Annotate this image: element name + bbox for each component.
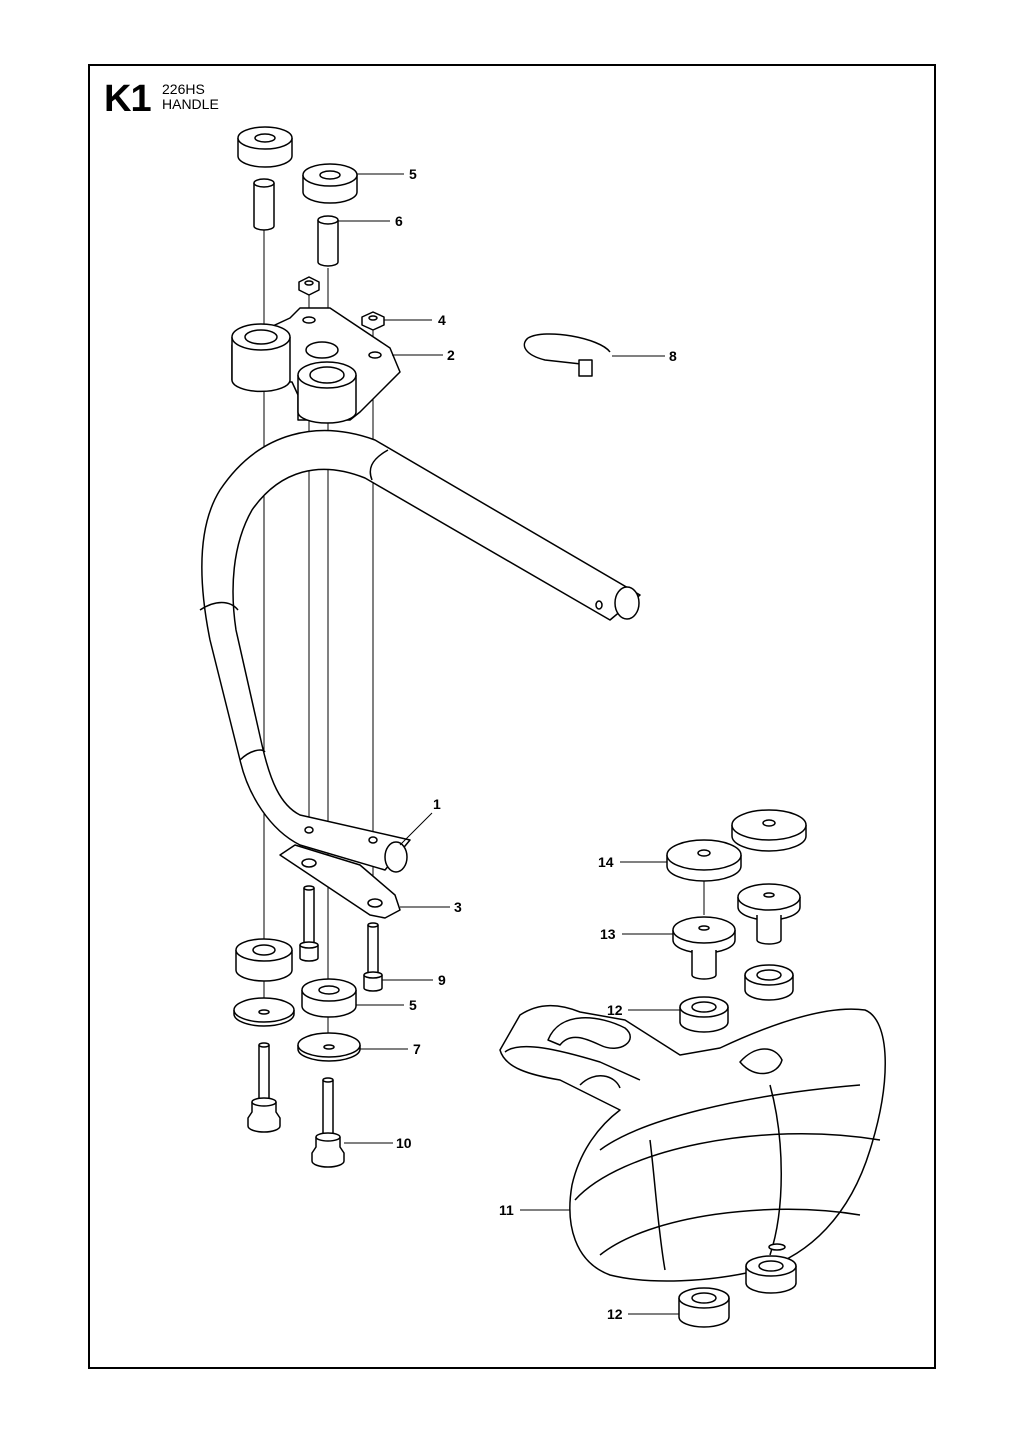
- leader-lines: [338, 173, 680, 1315]
- callout-14: 14: [598, 854, 614, 870]
- callout-10: 10: [396, 1135, 412, 1151]
- rubber-mount-12-lower: [678, 1287, 730, 1328]
- washer-7: [297, 1032, 361, 1062]
- callout-12-upper: 12: [607, 1002, 623, 1018]
- callout-7: 7: [413, 1041, 421, 1057]
- sleeve-6: [317, 215, 339, 267]
- rubber-mount-right-upper: [744, 964, 794, 1001]
- rubber-bushing-top-left: [237, 126, 293, 168]
- screw-left-upper: [299, 885, 319, 962]
- plug-13: [672, 916, 736, 980]
- callout-12-lower: 12: [607, 1306, 623, 1322]
- callout-9: 9: [438, 972, 446, 988]
- handle-tube-1: [199, 429, 641, 873]
- rubber-bushing-5-top: [302, 163, 358, 204]
- bolt-10: [311, 1077, 345, 1168]
- sleeve-top-left: [253, 178, 275, 231]
- screw-9: [363, 922, 383, 992]
- bolt-left: [247, 1042, 281, 1133]
- section-code: K1: [104, 78, 152, 120]
- callout-13: 13: [600, 926, 616, 942]
- rubber-bushing-5-bottom: [301, 978, 357, 1018]
- cap-14: [666, 839, 742, 882]
- callout-6: 6: [395, 213, 403, 229]
- callout-5-top: 5: [409, 166, 417, 182]
- callout-1: 1: [433, 796, 441, 812]
- callout-2: 2: [447, 347, 455, 363]
- callout-labels: 5 6 4 2 8 1 3 9 5 7 10 14 13 12 11 12: [395, 166, 677, 1322]
- diagram-frame: [88, 64, 936, 1369]
- model-number: 226HS: [162, 81, 205, 97]
- plug-right: [737, 883, 801, 945]
- callout-5-bottom: 5: [409, 997, 417, 1013]
- cable-tie-8: [523, 333, 611, 377]
- handle-bracket-2: [231, 307, 401, 424]
- callout-3: 3: [454, 899, 462, 915]
- cap-right-top: [731, 809, 807, 852]
- callout-4: 4: [438, 312, 446, 328]
- washer-left: [233, 997, 295, 1027]
- callout-11: 11: [499, 1202, 514, 1218]
- callout-8: 8: [669, 348, 677, 364]
- guard-11: [499, 1004, 886, 1282]
- rubber-mount-right-lower: [745, 1255, 797, 1294]
- nut-left: [298, 276, 320, 296]
- diagram-title: HANDLE: [162, 96, 219, 112]
- rubber-bushing-bottom-left: [235, 938, 293, 982]
- rubber-mount-12-upper: [679, 996, 729, 1033]
- nut-4: [361, 311, 385, 331]
- clamp-plate-3: [279, 844, 401, 919]
